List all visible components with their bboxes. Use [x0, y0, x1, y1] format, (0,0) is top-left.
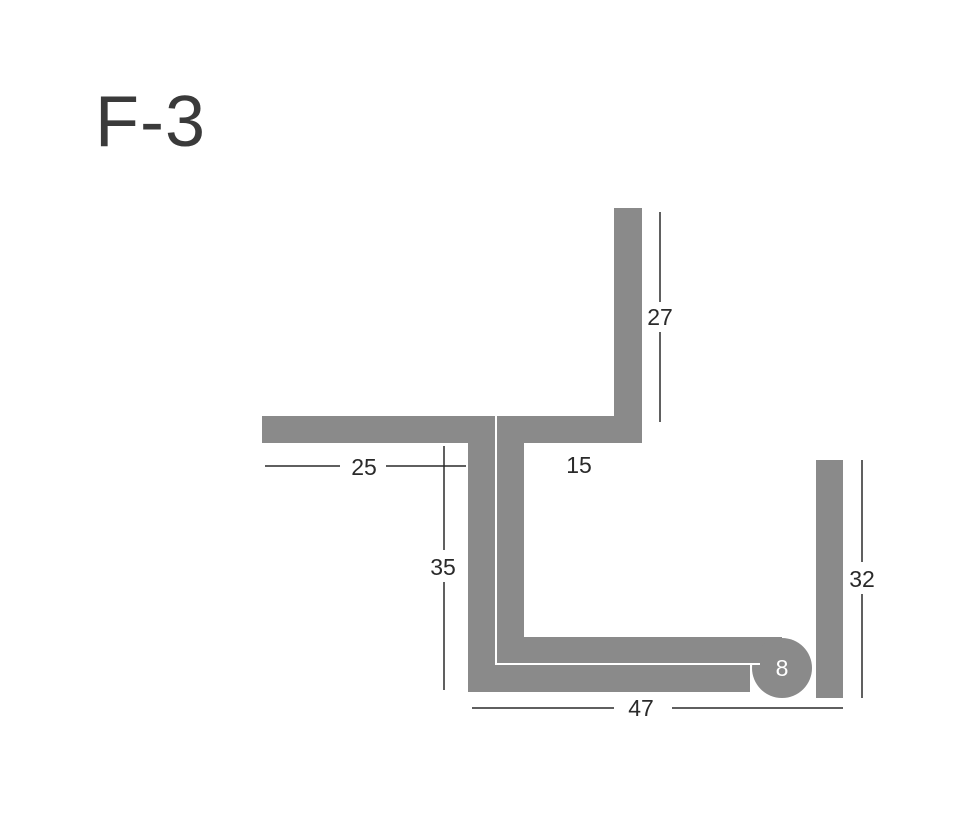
dim-label-bead: 8 — [776, 655, 789, 681]
left-flange — [262, 416, 494, 443]
dim-label-left-flange: 25 — [351, 454, 377, 480]
right-leg — [816, 460, 843, 698]
bead-circle — [752, 638, 812, 698]
outer-web — [468, 416, 495, 692]
dimension-labels: 27 15 25 35 32 47 8 — [351, 304, 875, 721]
fold-line — [495, 416, 760, 665]
inner-bottom — [497, 637, 782, 664]
outer-bottom — [468, 665, 750, 692]
top-flange — [614, 208, 642, 443]
inner-web — [497, 416, 524, 664]
dim-label-top-flange: 27 — [647, 304, 673, 330]
dim-label-top-return: 15 — [566, 452, 592, 478]
dim-label-bottom: 47 — [628, 695, 654, 721]
profile-shape — [262, 208, 843, 698]
dim-label-right-leg: 32 — [849, 566, 875, 592]
dimension-lines — [265, 212, 863, 709]
drawing-title: F-3 — [95, 82, 206, 162]
dim-label-web: 35 — [430, 554, 456, 580]
